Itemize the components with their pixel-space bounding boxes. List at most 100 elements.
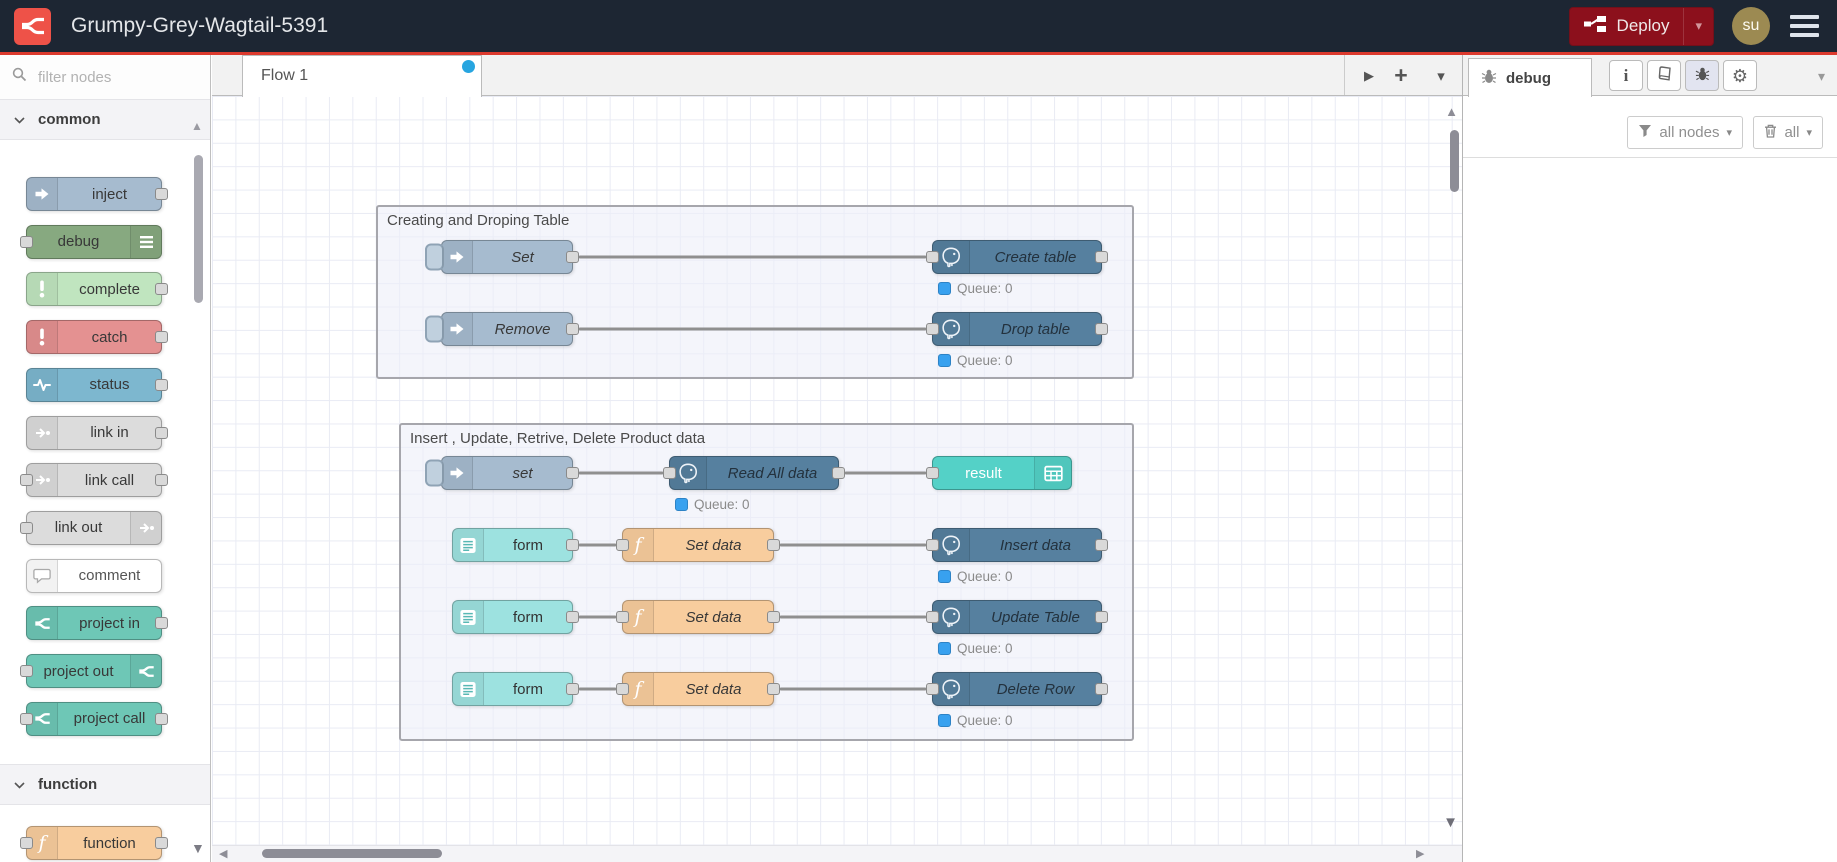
- palette-node-project-call[interactable]: project call: [20, 701, 168, 736]
- flow-node-create-table[interactable]: Create table: [926, 240, 1108, 274]
- flow-node-result[interactable]: result: [926, 456, 1072, 490]
- inject-button[interactable]: [425, 315, 444, 343]
- node-port-input[interactable]: [926, 251, 939, 263]
- flow-node-update-table[interactable]: Update Table: [926, 600, 1108, 634]
- palette-category-common[interactable]: common: [0, 99, 210, 140]
- node-port-input[interactable]: [926, 467, 939, 479]
- node-port-output[interactable]: [767, 539, 780, 551]
- node-port-output[interactable]: [1095, 683, 1108, 695]
- flow-node-delete-row[interactable]: Delete Row: [926, 672, 1108, 706]
- node-port-input[interactable]: [663, 467, 676, 479]
- node-port-output[interactable]: [155, 331, 168, 344]
- deploy-button-main[interactable]: Deploy: [1570, 8, 1684, 45]
- inject-button[interactable]: [425, 459, 444, 487]
- node-port-output[interactable]: [1095, 323, 1108, 335]
- tab-scroll-right-icon[interactable]: ▶: [1364, 67, 1374, 83]
- node-port-output[interactable]: [767, 611, 780, 623]
- node-port-output[interactable]: [155, 283, 168, 296]
- sidebar-options-chevron-icon[interactable]: ▾: [1817, 68, 1825, 84]
- palette-node-link-call[interactable]: link call: [20, 463, 168, 498]
- node-port-output[interactable]: [566, 467, 579, 479]
- node-port-output[interactable]: [155, 837, 168, 849]
- node-port-output[interactable]: [566, 539, 579, 551]
- palette-scroll-down-icon[interactable]: ▼: [191, 840, 205, 856]
- flow-node-insert-data[interactable]: Insert data: [926, 528, 1108, 562]
- node-port-output[interactable]: [155, 188, 168, 200]
- palette-node-complete[interactable]: complete: [26, 272, 168, 307]
- node-port-output[interactable]: [566, 323, 579, 335]
- add-flow-button[interactable]: +: [1394, 62, 1408, 88]
- sidebar-help-button[interactable]: [1647, 60, 1681, 91]
- palette-node-debug[interactable]: debug: [20, 224, 162, 259]
- deploy-button[interactable]: Deploy ▾: [1568, 6, 1714, 46]
- palette-node-inject[interactable]: inject: [26, 177, 168, 211]
- node-port-output[interactable]: [155, 712, 168, 725]
- palette-scrollbar-thumb[interactable]: [194, 155, 203, 303]
- sidebar-tab-debug[interactable]: debug: [1468, 58, 1592, 97]
- sidebar-config-button[interactable]: ⚙: [1723, 60, 1757, 91]
- flow-node-form[interactable]: form: [452, 528, 579, 562]
- canvas-horizontal-scrollbar-thumb[interactable]: [262, 849, 442, 858]
- node-port-input[interactable]: [20, 521, 33, 534]
- debug-clear-button[interactable]: all ▾: [1753, 116, 1823, 149]
- canvas-scroll-up-icon[interactable]: ▲: [1445, 104, 1458, 119]
- canvas-scroll-down-icon[interactable]: ▼: [1443, 814, 1458, 831]
- flow-group-1[interactable]: Creating and Droping Table: [376, 205, 1134, 379]
- palette-node-link-out[interactable]: link out: [20, 510, 162, 545]
- node-port-output[interactable]: [1095, 611, 1108, 623]
- node-port-input[interactable]: [926, 323, 939, 335]
- canvas-scroll-left-icon[interactable]: ◀: [219, 848, 228, 860]
- node-port-input[interactable]: [20, 712, 33, 725]
- flow-node-read-all-data[interactable]: Read All data: [663, 456, 845, 490]
- palette-node-project-in[interactable]: project in: [26, 606, 168, 641]
- flow-node-form[interactable]: form: [452, 672, 579, 706]
- user-avatar[interactable]: su: [1732, 7, 1770, 45]
- node-port-output[interactable]: [155, 617, 168, 630]
- node-port-output[interactable]: [767, 683, 780, 695]
- hamburger-menu-icon[interactable]: [1788, 11, 1821, 41]
- palette-node-catch[interactable]: catch: [26, 320, 168, 355]
- flow-list-chevron-icon[interactable]: ▾: [1437, 67, 1445, 85]
- flow-node-form[interactable]: form: [452, 600, 579, 634]
- palette-node-project-out[interactable]: project out: [20, 654, 162, 688]
- node-port-output[interactable]: [155, 474, 168, 487]
- node-port-input[interactable]: [20, 665, 33, 677]
- palette-scroll-up-icon[interactable]: ▲: [191, 119, 203, 133]
- node-port-input[interactable]: [20, 235, 33, 248]
- node-port-input[interactable]: [926, 611, 939, 623]
- node-port-output[interactable]: [155, 426, 168, 439]
- node-port-input[interactable]: [20, 837, 33, 849]
- node-port-output[interactable]: [155, 378, 168, 391]
- node-port-input[interactable]: [616, 611, 629, 623]
- flow-node-set[interactable]: set: [425, 456, 579, 490]
- palette-node-link-in[interactable]: link in: [26, 415, 168, 450]
- flow-node-drop-table[interactable]: Drop table: [926, 312, 1108, 346]
- node-port-input[interactable]: [926, 539, 939, 551]
- palette-node-comment[interactable]: comment: [26, 558, 162, 593]
- node-port-output[interactable]: [1095, 251, 1108, 263]
- deploy-options-button[interactable]: ▾: [1683, 7, 1713, 45]
- node-port-input[interactable]: [616, 683, 629, 695]
- node-port-input[interactable]: [926, 683, 939, 695]
- node-port-output[interactable]: [566, 611, 579, 623]
- node-port-input[interactable]: [616, 539, 629, 551]
- node-port-output[interactable]: [832, 467, 845, 479]
- inject-button[interactable]: [425, 243, 444, 271]
- palette-category-function[interactable]: function: [0, 764, 210, 805]
- flow-node-set[interactable]: Set: [425, 240, 579, 274]
- canvas-vertical-scrollbar-thumb[interactable]: [1450, 130, 1459, 192]
- sidebar-info-button[interactable]: i: [1609, 60, 1643, 91]
- node-port-output[interactable]: [566, 683, 579, 695]
- debug-filter-button[interactable]: all nodes ▾: [1627, 116, 1743, 149]
- canvas-scroll-right-icon[interactable]: ▶: [1416, 848, 1425, 860]
- palette-node-status[interactable]: status: [26, 367, 168, 402]
- flow-node-remove[interactable]: Remove: [425, 312, 579, 346]
- filter-nodes-input[interactable]: [36, 67, 180, 87]
- node-port-input[interactable]: [20, 474, 33, 487]
- canvas-horizontal-scrollbar[interactable]: ◀ ▶: [212, 845, 1462, 862]
